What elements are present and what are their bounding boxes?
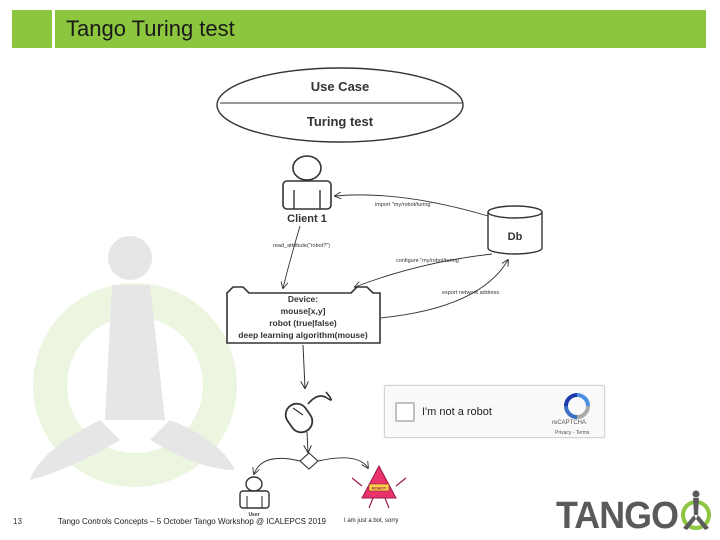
recaptcha-checkbox[interactable] [395, 402, 415, 422]
device-to-mouse-arrow [303, 344, 305, 388]
logo-text: TANGO [556, 495, 678, 534]
device-line-3: deep learning algorithm(mouse) [238, 330, 368, 340]
bot-speech: I am just a bot, sorry [344, 518, 399, 524]
export-label: export network address [442, 290, 499, 296]
robot-tag: ROBOT [372, 486, 387, 491]
decision-user-arrow [254, 457, 301, 474]
mouse-icon [284, 391, 333, 434]
device-line-0: Device: [288, 294, 318, 304]
export-arrow [379, 260, 508, 319]
configure-arrow [355, 253, 493, 287]
import-label: import "my/robot/turing" [375, 202, 432, 208]
recaptcha-links[interactable]: Privacy - Terms [555, 430, 590, 436]
database-icon [487, 205, 543, 255]
mouse-to-decision-arrow [307, 431, 308, 452]
db-label: Db [508, 231, 523, 243]
decision-robot-arrow [317, 457, 368, 468]
title-divider [52, 10, 55, 48]
use-case-ellipse [216, 67, 464, 143]
user-label: User [248, 512, 259, 518]
recaptcha-brand: reCAPTCHA [552, 420, 587, 426]
recaptcha-label: I'm not a robot [422, 406, 492, 418]
decision-diamond-icon [299, 452, 319, 470]
configure-label: configure "my/robot/turing" [396, 258, 461, 264]
tango-target-icon [681, 490, 711, 530]
recaptcha-widget: I'm not a robot reCAPTCHA Privacy - Term… [384, 385, 605, 438]
read-arrow [283, 225, 301, 288]
client-label: Client 1 [287, 213, 327, 225]
slide-title: Tango Turing test [66, 16, 235, 41]
footer-text: Tango Controls Concepts – 5 October Tang… [58, 517, 326, 526]
device-box [226, 286, 381, 344]
use-case-subtitle: Turing test [307, 114, 374, 129]
title-bar [12, 10, 706, 48]
robot-mascot-icon: ROBOT [351, 464, 407, 509]
user-actor-icon [239, 476, 270, 509]
recaptcha-logo-icon [564, 393, 590, 419]
use-case-title: Use Case [311, 79, 370, 94]
tango-logo: TANGO [556, 490, 711, 534]
device-line-1: mouse[x,y] [281, 306, 326, 316]
import-arrow [335, 195, 489, 217]
page-number: 13 [13, 517, 22, 526]
read-label: read_attribute("robot?") [273, 243, 330, 249]
device-line-2: robot (true|false) [269, 318, 337, 328]
actor-icon [282, 155, 332, 210]
